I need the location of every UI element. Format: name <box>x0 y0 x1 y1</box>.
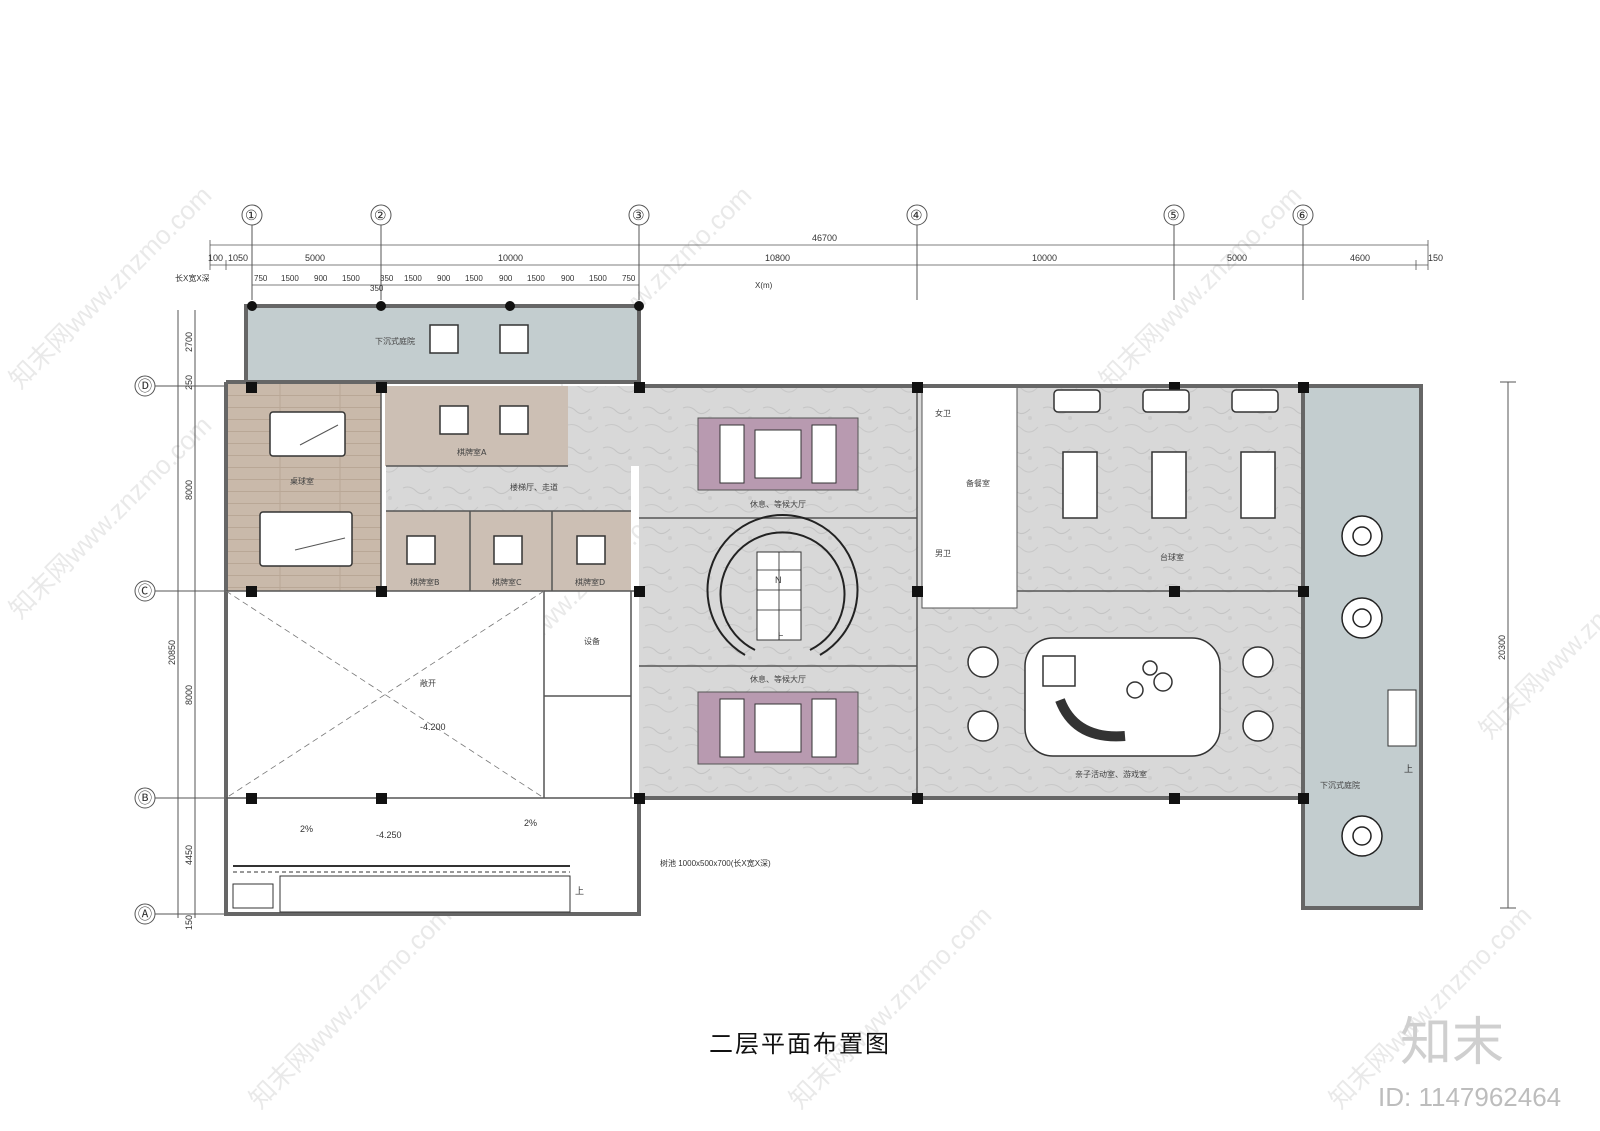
dim-sub-9: 1500 <box>527 274 545 283</box>
axis-label-3: ③ <box>632 208 645 224</box>
dim-top-6: 5000 <box>1227 253 1247 263</box>
level-void: -4.200 <box>420 722 446 732</box>
stair-up-bottom: 上 <box>575 886 584 896</box>
dim-left-3: 8000 <box>184 685 194 705</box>
watermark-9: 知末网www.znzmo.com <box>783 900 997 1114</box>
axis-label-b: Ⓑ <box>138 791 152 807</box>
spiral-staircase <box>706 514 859 656</box>
corridor-floor <box>386 466 631 511</box>
dim-sub-3: 1500 <box>342 274 360 283</box>
axis-label-d: Ⓓ <box>138 379 152 395</box>
top-dimension-lines <box>209 240 1429 286</box>
axis-label-5: ⑤ <box>1167 208 1180 224</box>
dim-sub-8: 900 <box>499 274 513 283</box>
card-tables <box>406 324 606 565</box>
dim-top-3: 10000 <box>498 253 523 263</box>
dim-right-overall: 20300 <box>1497 635 1507 660</box>
dim-sub-12: 750 <box>622 274 636 283</box>
dim-sub-5: 1500 <box>404 274 422 283</box>
stair-up-right: 上 <box>1404 764 1413 774</box>
label-equipment: 设备 <box>584 636 600 646</box>
dim-sub-10: 900 <box>561 274 575 283</box>
dim-left-5: 150 <box>184 915 194 930</box>
dim-top-7: 4600 <box>1350 253 1370 263</box>
dim-top-4: 10800 <box>765 253 790 263</box>
wc-floor <box>921 385 1018 609</box>
dim-sub-2: 900 <box>314 274 328 283</box>
label-sunken-top: 下沉式庭院 <box>375 336 415 346</box>
label-rest-hall-bottom: 休息、等候大厅 <box>750 674 806 684</box>
level-lower: -4.250 <box>376 830 402 840</box>
dim-top-2: 5000 <box>305 253 325 263</box>
label-rest-hall-top: 休息、等候大厅 <box>750 499 806 509</box>
label-chess-d: 棋牌室D <box>575 577 605 587</box>
lounge-rugs <box>697 417 859 765</box>
stair-hall-floor <box>568 386 639 466</box>
kids-play-area <box>967 637 1274 757</box>
label-kids: 亲子活动室、游戏室 <box>1075 769 1147 779</box>
terrace-stairs <box>232 689 1417 913</box>
dim-overall: 46700 <box>812 233 837 243</box>
stair-up-center: 上 <box>775 632 784 642</box>
image-id-label: ID: 1147962464 <box>1378 1082 1562 1112</box>
watermark-1: 知末网www.znzmo.com <box>3 180 217 394</box>
brand-logo: 知末 <box>1400 1013 1505 1073</box>
label-billiards: 桌球室 <box>290 476 314 486</box>
label-female-wc: 女卫 <box>935 408 951 418</box>
dim-left-2: 8000 <box>184 480 194 500</box>
dim-left-note: 长X宽X深 <box>175 273 210 283</box>
dim-top-8: 150 <box>1428 253 1443 263</box>
dim-top-1: 1050 <box>228 253 248 263</box>
dim-sub-6: 900 <box>437 274 451 283</box>
watermark-8: 知末网www.znzmo.com <box>243 900 457 1114</box>
column-axes <box>241 204 1314 300</box>
drawing-title: 二层平面布置图 <box>709 1030 891 1058</box>
dim-left-1: 250 <box>184 375 194 390</box>
dim-sub-4: 350 <box>380 274 394 283</box>
axis-label-a: Ⓐ <box>138 907 152 923</box>
note-planter: 树池 1000x500x700(长X宽X深) <box>660 858 771 868</box>
label-stair-corridor: 楼梯厅、走道 <box>510 482 558 492</box>
dim-sub-7: 1500 <box>465 274 483 283</box>
label-sunken-right: 下沉式庭院 <box>1320 780 1360 790</box>
dim-sub-1: 1500 <box>281 274 299 283</box>
dim-axis-note: X(m) <box>755 281 773 290</box>
slope-right: 2% <box>524 818 537 828</box>
courtyard-tables <box>1341 515 1383 857</box>
label-chess-a: 棋牌室A <box>457 447 487 457</box>
chess-room-a-floor <box>385 386 568 466</box>
billiard-tables <box>259 411 353 567</box>
pingpong-tables <box>1053 389 1279 519</box>
void-cross <box>225 590 545 799</box>
dim-left-0: 2700 <box>184 332 194 352</box>
dim-top-0: 100 <box>208 253 223 263</box>
dim-left-4: 4450 <box>184 845 194 865</box>
watermark-4: 知末网www.znzmo.com <box>3 410 217 624</box>
watermark-7: 知末网www.znzmo.com <box>1473 530 1600 744</box>
label-pantry: 备餐室 <box>966 478 990 488</box>
axis-label-c: Ⓒ <box>138 584 152 600</box>
dim-sub-0: 750 <box>254 274 268 283</box>
dim-top-5: 10000 <box>1032 253 1057 263</box>
stair-north: N <box>775 575 782 585</box>
slope-left: 2% <box>300 824 313 834</box>
axis-label-2: ② <box>374 208 387 224</box>
label-void: 敞开 <box>420 678 436 688</box>
axis-label-6: ⑥ <box>1296 208 1309 224</box>
dim-left-overall: 20850 <box>167 640 177 665</box>
label-pingpong: 台球室 <box>1160 552 1184 562</box>
axis-label-1: ① <box>245 208 258 224</box>
row-axes <box>134 310 1516 925</box>
dim-sub-note: 350 <box>370 284 384 293</box>
label-chess-c: 棋牌室C <box>492 577 522 587</box>
label-chess-b: 棋牌室B <box>410 577 440 587</box>
axis-label-4: ④ <box>910 208 923 224</box>
inner-walls <box>226 382 1303 799</box>
watermark-3: 知末网www.znzmo.com <box>1093 180 1307 394</box>
label-male-wc: 男卫 <box>935 549 951 558</box>
columns <box>246 301 1309 804</box>
dim-sub-11: 1500 <box>589 274 607 283</box>
